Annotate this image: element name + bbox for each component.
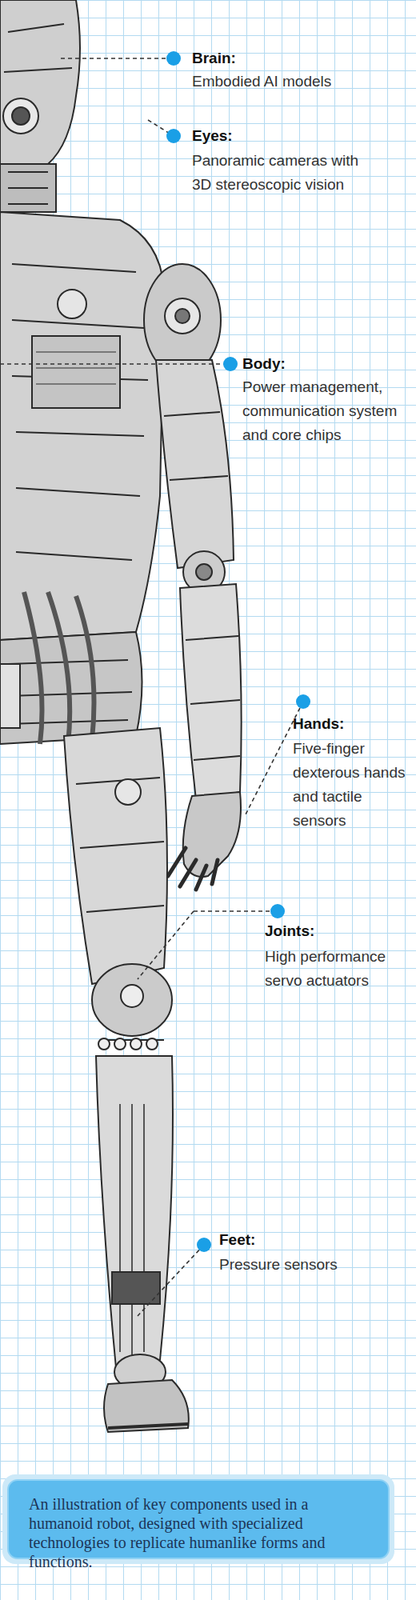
part-description: Pressure sensors: [219, 1252, 404, 1277]
leader-lines: [0, 58, 304, 1316]
part-description: Five-finger dexterous hands and tactile …: [292, 736, 409, 833]
part-heading: Brain:: [192, 46, 400, 71]
part-heading: Feet:: [219, 1228, 404, 1252]
part-heading: Joints:: [264, 919, 409, 944]
part-heading: Body:: [242, 352, 411, 376]
part-heading: Hands:: [292, 712, 413, 736]
robot-body: [0, 0, 242, 1432]
part-description: Power management, communication system a…: [242, 375, 411, 448]
part-description: Panoramic cameras with 3D stereoscopic v…: [192, 148, 370, 197]
part-heading: Eyes:: [192, 124, 400, 148]
caption-text: An illustration of key components used i…: [28, 1494, 375, 1572]
part-description: High performance servo actuators: [264, 944, 408, 993]
part-description: Embodied AI models: [192, 69, 400, 94]
callout-dots: [166, 51, 311, 1252]
